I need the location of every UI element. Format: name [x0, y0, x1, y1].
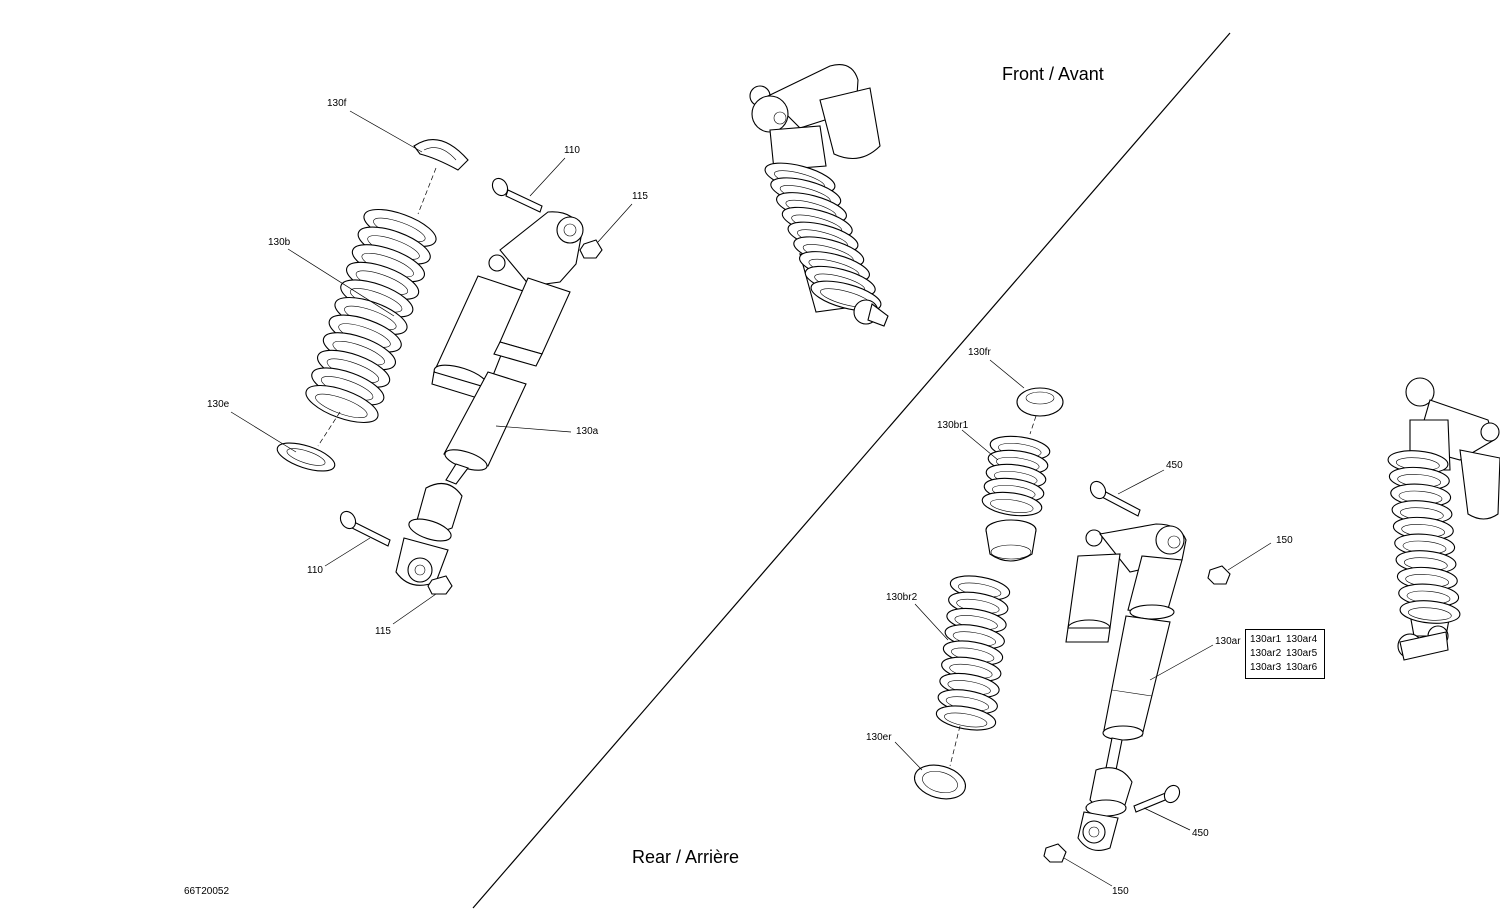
rear-nut-150-right [1207, 565, 1231, 585]
callout-130b: 130b [268, 237, 291, 248]
front-spring-seat-130e [276, 442, 336, 472]
rear-assembled-spring [1387, 450, 1461, 624]
section-divider-line [472, 32, 1231, 909]
variant-130ar3: 130ar3 [1250, 662, 1282, 673]
callout-150-right: 150 [1276, 535, 1293, 546]
drawing-number: 66T20052 [184, 886, 230, 897]
variant-130ar1: 130ar1 [1250, 634, 1282, 645]
rear-upper-spring-130br1 [981, 435, 1051, 517]
rear-spring-seat-130er [913, 764, 967, 800]
spring-coil [935, 705, 997, 731]
rear-lower-spring-130br2 [935, 575, 1011, 731]
callout-130f: 130f [327, 98, 347, 109]
variant-130ar2: 130ar2 [1250, 648, 1282, 659]
callout-150-bottom: 150 [1112, 886, 1129, 897]
variant-table-130ar: 130ar1 130ar4 130ar2 130ar5 130ar3 130ar… [1245, 629, 1325, 679]
callout-130br1: 130br1 [937, 420, 969, 431]
rear-section-title: Rear / Arrière [632, 847, 740, 867]
front-assembled-spring [764, 162, 882, 312]
callout-450-top: 450 [1166, 460, 1183, 471]
leader-lines [230, 110, 1272, 887]
callout-110-top: 110 [564, 145, 580, 156]
front-section-title: Front / Avant [1002, 64, 1104, 84]
front-bolt-110-top [491, 177, 543, 213]
variant-130ar4: 130ar4 [1286, 634, 1318, 645]
callout-130br2: 130br2 [886, 592, 918, 603]
variant-130ar5: 130ar5 [1286, 648, 1318, 659]
spring-coil [305, 384, 379, 424]
callout-130ar: 130ar [1215, 636, 1241, 647]
callout-110-bottom: 110 [307, 565, 323, 576]
rear-spring-coupler [985, 519, 1037, 562]
front-coil-spring-130b [305, 208, 437, 424]
rear-spring-retainer-130fr [1016, 387, 1064, 417]
variant-130ar6: 130ar6 [1286, 662, 1318, 673]
front-spring-retainer-130f [413, 139, 469, 171]
front-assembled-bottom-eye [853, 299, 889, 327]
rear-shock-absorber-130ar [1065, 523, 1187, 851]
spring-coil [981, 491, 1043, 517]
callout-115-top: 115 [632, 191, 648, 202]
rear-bolt-450-top [1089, 480, 1141, 517]
rear-nut-150-bottom [1043, 843, 1067, 863]
spring-coil [1399, 600, 1461, 624]
callout-115-bottom: 115 [375, 626, 391, 637]
rear-assembled-bottom-eye [1397, 625, 1449, 661]
callout-450-bottom: 450 [1192, 828, 1209, 839]
callout-130er: 130er [866, 732, 892, 743]
spring-coil-inner [944, 712, 988, 728]
callout-130e: 130e [207, 399, 230, 410]
front-nut-115-bottom [427, 575, 453, 595]
front-bolt-110-bottom [339, 510, 391, 547]
front-shock-absorber-130a [395, 211, 584, 586]
spring-coil-inner [315, 393, 368, 419]
spring-coil-inner [1408, 607, 1452, 621]
callout-130fr: 130fr [968, 347, 991, 358]
rear-bolt-450-bottom [1133, 784, 1181, 813]
callout-130a: 130a [576, 426, 599, 437]
spring-coil-inner [990, 498, 1034, 513]
front-nut-115-top [579, 239, 603, 259]
